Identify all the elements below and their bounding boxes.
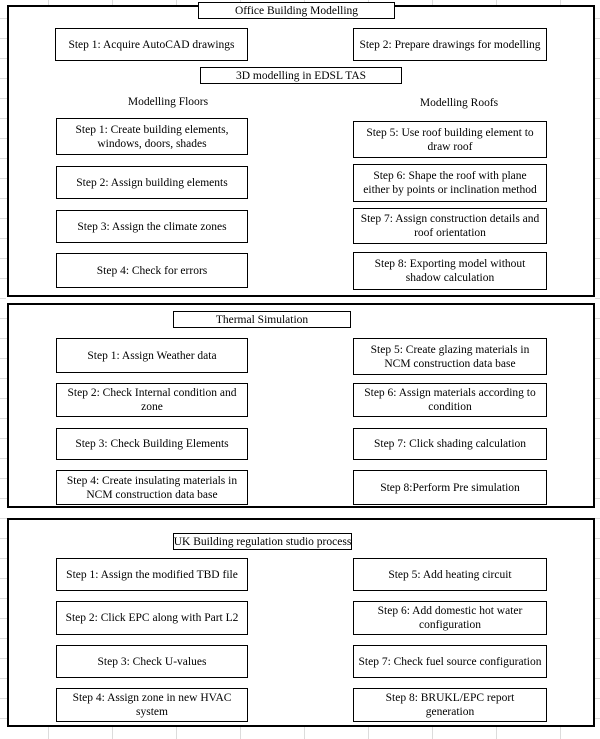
s2-step-8-box: Step 8:Perform Pre simulation — [353, 470, 547, 505]
section-title-uk-building-regulation: UK Building regulation studio process — [173, 533, 352, 550]
s1-step-3-box: Step 3: Assign the climate zones — [56, 210, 248, 243]
s1-step-2-box: Step 2: Assign building elements — [56, 166, 248, 199]
panel-gap — [6, 296, 595, 303]
subsection-title-3d-modelling: 3D modelling in EDSL TAS — [200, 67, 402, 84]
panel-gap — [6, 508, 595, 518]
s2-step-6-box: Step 6: Assign materials according to co… — [353, 383, 547, 417]
s1-step-8-box: Step 8: Exporting model without shadow c… — [353, 252, 547, 290]
s3-step-2-box: Step 2: Click EPC along with Part L2 — [56, 601, 248, 635]
s3-step-1-box: Step 1: Assign the modified TBD file — [56, 558, 248, 591]
s1-step-6-box: Step 6: Shape the roof with plane either… — [353, 164, 547, 202]
section-title-thermal-simulation: Thermal Simulation — [173, 311, 351, 328]
s2-step-1-box: Step 1: Assign Weather data — [56, 338, 248, 373]
s1-step-1-box: Step 1: Create building elements, window… — [56, 118, 248, 155]
column-header-modelling-floors: Modelling Floors — [127, 96, 209, 108]
s1-intro-step-1-box: Step 1: Acquire AutoCAD drawings — [55, 28, 248, 61]
s2-step-7-box: Step 7: Click shading calculation — [353, 428, 547, 460]
s1-step-7-box: Step 7: Assign construction details and … — [353, 208, 547, 244]
s1-intro-step-2-box: Step 2: Prepare drawings for modelling — [353, 28, 547, 61]
s3-step-3-box: Step 3: Check U-values — [56, 645, 248, 678]
s1-step-5-box: Step 5: Use roof building element to dra… — [353, 121, 547, 158]
column-header-modelling-roofs: Modelling Roofs — [419, 97, 499, 109]
s2-step-2-box: Step 2: Check Internal condition and zon… — [56, 383, 248, 417]
s2-step-3-box: Step 3: Check Building Elements — [56, 428, 248, 460]
s2-step-5-box: Step 5: Create glazing materials in NCM … — [353, 338, 547, 375]
s3-step-7-box: Step 7: Check fuel source configuration — [353, 645, 547, 678]
s1-step-4-box: Step 4: Check for errors — [56, 253, 248, 288]
s3-step-8-box: Step 8: BRUKL/EPC report generation — [353, 688, 547, 722]
s2-step-4-box: Step 4: Create insulating materials in N… — [56, 470, 248, 505]
section-title-office-building-modelling: Office Building Modelling — [198, 2, 395, 19]
s3-step-6-box: Step 6: Add domestic hot water configura… — [353, 601, 547, 635]
s3-step-4-box: Step 4: Assign zone in new HVAC system — [56, 688, 248, 722]
s3-step-5-box: Step 5: Add heating circuit — [353, 558, 547, 591]
